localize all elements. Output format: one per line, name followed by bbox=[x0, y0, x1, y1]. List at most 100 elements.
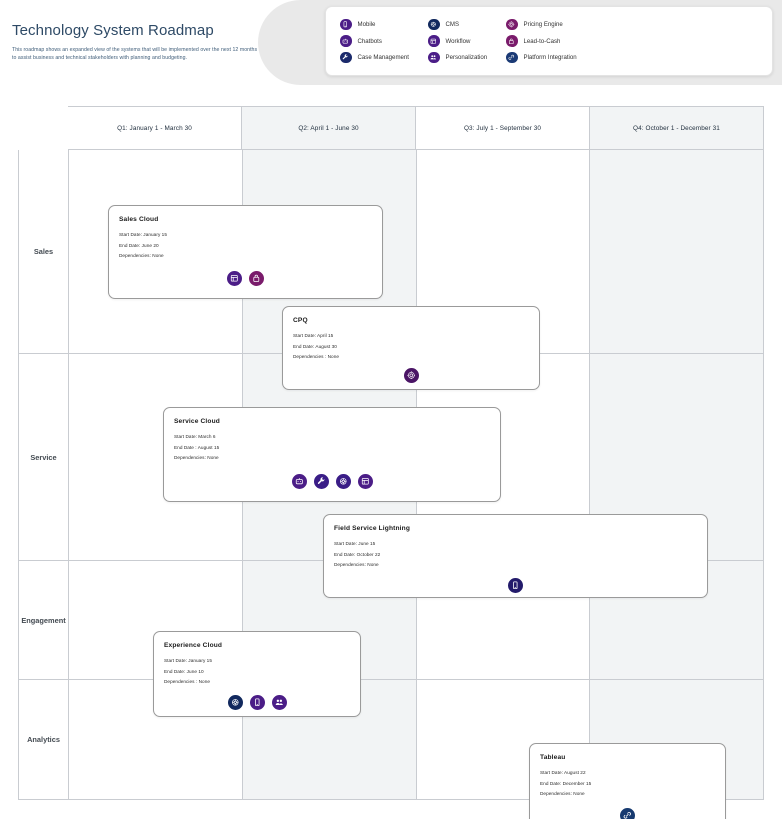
card-icon-row bbox=[164, 694, 350, 710]
legend-item-label: Mobile bbox=[357, 20, 376, 28]
legend-item-label: Platform Integration bbox=[523, 54, 577, 62]
grid-row-analytics: Analytics bbox=[18, 680, 764, 800]
legend-item-label: Case Management bbox=[357, 54, 410, 62]
people-icon bbox=[428, 51, 440, 64]
column-header-q3: Q3: July 1 - September 30 bbox=[416, 106, 590, 150]
card-dependencies-line: Dependencies : None bbox=[164, 679, 211, 684]
people-icon bbox=[271, 694, 287, 710]
card-meta: Start Date: April 15 End Date: August 30 D… bbox=[293, 331, 529, 363]
roadmap-card-cpq[interactable]: CPQ Start Date: April 15 End Date: August … bbox=[282, 306, 540, 390]
card-dependencies-line: Dependencies : None bbox=[293, 354, 340, 359]
card-title: Tableau bbox=[540, 754, 566, 761]
card-start-line: Start Date: August 22 bbox=[540, 770, 586, 775]
card-title: CPQ bbox=[293, 317, 308, 324]
card-end-line: End Date: June 20 bbox=[119, 242, 159, 248]
card-start-line: Start Date: April 15 bbox=[293, 333, 334, 338]
wrench-icon bbox=[340, 51, 352, 64]
column-header-q1: Q1: January 1 - March 30 bbox=[68, 106, 242, 150]
card-meta: Start Date: March 6 End Date : August 15 D… bbox=[174, 432, 490, 464]
page-title: Technology System Roadmap bbox=[12, 22, 214, 39]
legend-item-workflow: Workflow bbox=[428, 33, 506, 50]
row-cells bbox=[69, 680, 764, 800]
card-meta: Start Date: January 15 End Date: June 10 D… bbox=[164, 656, 350, 688]
link-icon bbox=[620, 807, 635, 819]
legend-item-label: Chatbots bbox=[357, 37, 382, 45]
legend-item-label: Lead-to-Cash bbox=[523, 37, 561, 45]
pricing-icon bbox=[403, 367, 419, 383]
workflow-icon bbox=[357, 473, 373, 489]
card-dependencies-line: Dependencies: None bbox=[119, 253, 164, 258]
legend-item-label: Workflow bbox=[445, 37, 471, 45]
card-dependencies-line: Dependencies: None bbox=[540, 791, 585, 796]
wrench-icon bbox=[313, 473, 329, 489]
legend-item-cms: CMS bbox=[428, 16, 506, 33]
row-label-engagement: Engagement bbox=[19, 561, 69, 680]
legend-item-personalization: Personalization bbox=[428, 49, 506, 66]
card-dependencies-line: Dependencies: None bbox=[174, 455, 219, 460]
chatbot-icon bbox=[291, 473, 307, 489]
card-title: Service Cloud bbox=[174, 418, 220, 425]
row-label-service: Service bbox=[19, 354, 69, 561]
legend-item-platform-integration: Platform Integration bbox=[506, 49, 626, 66]
row-label-sales: Sales bbox=[19, 150, 69, 354]
card-end-line: End Date: June 10 bbox=[164, 668, 204, 674]
column-header-q2: Q2: April 1 - June 30 bbox=[242, 106, 416, 150]
card-end-line: End Date: December 15 bbox=[540, 780, 592, 786]
legend-item-label: Pricing Engine bbox=[523, 20, 563, 28]
card-start-line: Start Date: June 15 bbox=[334, 541, 376, 546]
card-icon-row bbox=[540, 807, 715, 819]
page-subtitle: This roadmap shows an expanded view of t… bbox=[12, 47, 258, 62]
grid-corner-spacer bbox=[18, 106, 68, 150]
legend-item-case-management: Case Management bbox=[340, 49, 428, 66]
mobile-icon bbox=[508, 577, 523, 593]
legend-item-mobile: Mobile bbox=[340, 16, 428, 33]
header-text-block: Technology System Roadmap This roadmap s… bbox=[12, 22, 262, 62]
card-title: Field Service Lightning bbox=[334, 525, 410, 532]
workflow-icon bbox=[227, 270, 242, 286]
card-end-line: End Date : August 15 bbox=[174, 444, 220, 450]
legend-item-label: CMS bbox=[445, 20, 460, 28]
card-end-line: End Date: October 22 bbox=[334, 551, 381, 557]
card-title: Sales Cloud bbox=[119, 216, 159, 223]
page-header: Technology System Roadmap This roadmap s… bbox=[0, 0, 782, 88]
legend-item-label: Personalization bbox=[445, 54, 488, 62]
lead-to-cash-icon bbox=[506, 35, 518, 47]
card-icon-row bbox=[293, 367, 529, 383]
card-start-line: Start Date: March 6 bbox=[174, 434, 216, 439]
workflow-icon bbox=[428, 35, 440, 47]
legend-item-lead-to-cash: Lead-to-Cash bbox=[506, 33, 626, 50]
card-start-line: Start Date: January 15 bbox=[164, 658, 212, 663]
lead-to-cash-icon bbox=[249, 270, 264, 286]
link-icon bbox=[506, 51, 518, 64]
grid-cell-analytics-q1 bbox=[69, 680, 243, 800]
row-label-analytics: Analytics bbox=[19, 680, 69, 800]
cms-icon bbox=[227, 694, 243, 710]
card-start-line: Start Date: January 15 bbox=[119, 232, 167, 237]
grid-cell-engagement-q3 bbox=[416, 561, 591, 680]
card-icon-row bbox=[119, 270, 372, 286]
card-meta: Start Date: January 15 End Date: June 20 D… bbox=[119, 230, 372, 262]
mobile-icon bbox=[249, 694, 265, 710]
grid-cell-analytics-q3 bbox=[416, 680, 591, 800]
mobile-icon bbox=[340, 18, 352, 31]
chatbot-icon bbox=[340, 35, 352, 47]
card-end-line: End Date: August 30 bbox=[293, 343, 337, 349]
card-meta: Start Date: August 22 End Date: December … bbox=[540, 768, 715, 800]
card-icon-row bbox=[334, 577, 697, 593]
card-title: Experience Cloud bbox=[164, 642, 223, 649]
